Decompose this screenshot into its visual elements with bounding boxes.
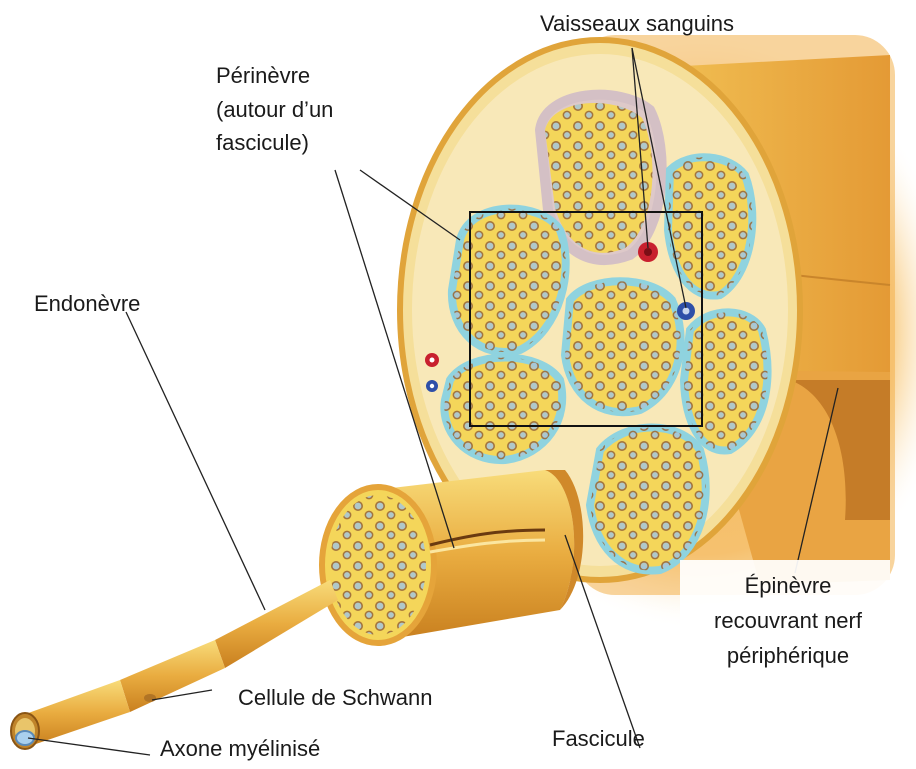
label-perinevre-line3: fascicule) [216, 127, 309, 158]
label-vaisseaux-sanguins: Vaisseaux sanguins [540, 8, 734, 39]
label-fascicule: Fascicule [552, 723, 645, 754]
label-epinevre-line2: recouvrant nerf [690, 605, 886, 636]
fascicle-center [565, 281, 681, 412]
axon-segments [11, 580, 338, 749]
label-epinevre-line3: périphérique [690, 640, 886, 671]
fascicle-left-upper [452, 209, 566, 352]
label-perinevre-line1: Périnèvre [216, 60, 310, 91]
fascicle-bottom [590, 428, 706, 571]
label-epinevre-line1: Épinèvre [690, 570, 886, 601]
label-cellule-schwann: Cellule de Schwann [238, 682, 432, 713]
fascicle-left-lower [444, 358, 562, 461]
fascicle-tube [322, 470, 583, 643]
label-endonevre: Endonèvre [34, 288, 140, 319]
label-axone-myelinise: Axone myélinisé [160, 733, 320, 764]
fascicle-right-upper [668, 157, 752, 295]
label-perinevre-line2: (autour d’un [216, 94, 333, 125]
fascicle-right-lower [684, 312, 767, 450]
